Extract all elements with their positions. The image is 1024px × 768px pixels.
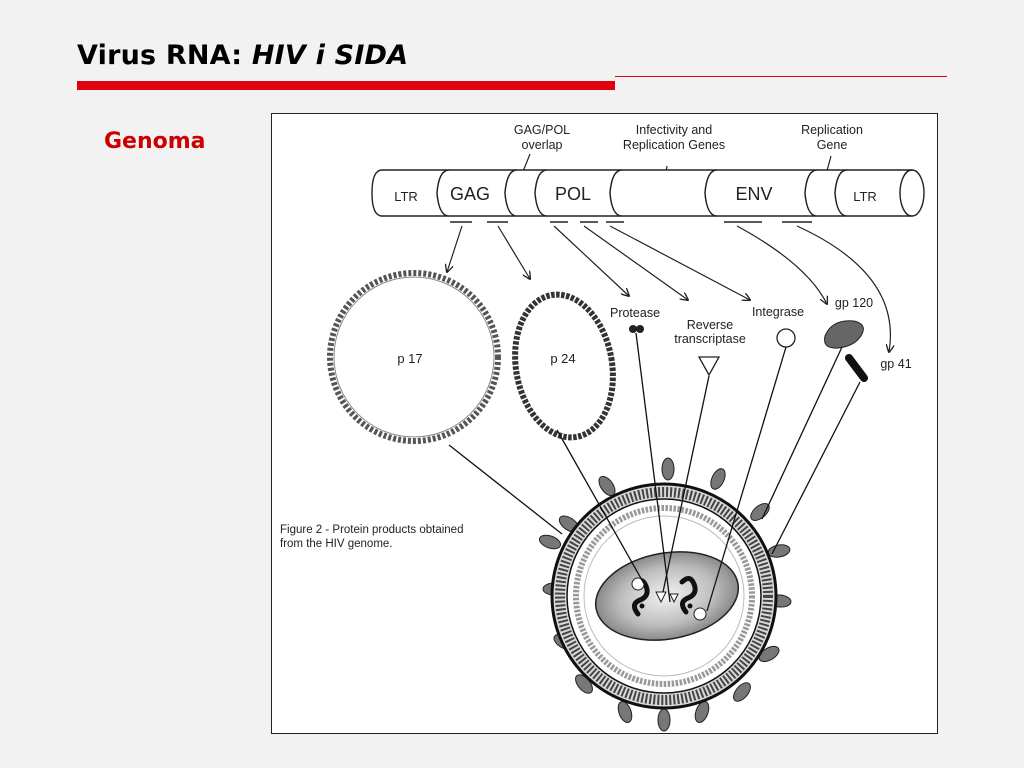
label-p24: p 24 (550, 351, 575, 366)
segment-end-cap (899, 169, 925, 217)
protein-p17: p 17 (327, 270, 501, 444)
hiv-genome-diagram: GAG/POL overlap Infectivity and Replicat… (280, 123, 925, 732)
label-integrase: Integrase (752, 305, 804, 319)
label-protease: Protease (610, 306, 660, 320)
protein-integrase: Integrase (752, 305, 804, 348)
protein-p24: p 24 (512, 291, 616, 441)
protein-gp41: gp 41 (845, 354, 912, 382)
slide-subtitle: Genoma (104, 129, 206, 154)
product-arrows (447, 225, 890, 352)
label-infect-2: Replication Genes (623, 138, 725, 152)
hiv-virion (538, 457, 792, 732)
label-gagpol-1: GAG/POL (514, 123, 570, 137)
label-infect-1: Infectivity and (636, 123, 712, 137)
label-gagpol-2: overlap (522, 138, 563, 152)
protein-reverse-transcriptase: Reverse transcriptase (674, 318, 746, 377)
slide-title-italic: HIV i SIDA (251, 40, 409, 71)
title-underline-thick (77, 81, 615, 90)
title-underline-thin (615, 76, 947, 77)
label-rt-1: Reverse (687, 318, 734, 332)
protein-protease: Protease (610, 306, 660, 333)
label-rt-2: transcriptase (674, 332, 746, 346)
slide-title-plain: Virus RNA: (77, 40, 252, 71)
label-repl-1: Replication (801, 123, 863, 137)
virion-connectors (448, 332, 861, 612)
label-repl-2: Gene (817, 138, 848, 152)
label-ltr-left: LTR (394, 189, 418, 204)
slide-title: Virus RNA: HIV i SIDA (77, 40, 408, 71)
label-gp41: gp 41 (880, 357, 911, 371)
genome-bar (371, 169, 925, 217)
hiv-genome-figure: GAG/POL overlap Infectivity and Replicat… (271, 113, 938, 734)
caption-line-2: from the HIV genome. (280, 538, 393, 550)
label-env: ENV (735, 184, 772, 204)
label-ltr-right: LTR (853, 189, 877, 204)
genome-labels: LTR GAG POL ENV LTR (394, 184, 877, 204)
caption-line-1: Figure 2 - Protein products obtained (280, 524, 463, 536)
protein-gp120: gp 120 (824, 296, 873, 349)
label-gp120: gp 120 (835, 296, 873, 310)
label-p17: p 17 (397, 351, 422, 366)
label-pol: POL (555, 184, 591, 204)
segment-accessory (609, 169, 718, 217)
label-gag: GAG (450, 184, 490, 204)
figure-caption: Figure 2 - Protein products obtained fro… (280, 524, 463, 550)
